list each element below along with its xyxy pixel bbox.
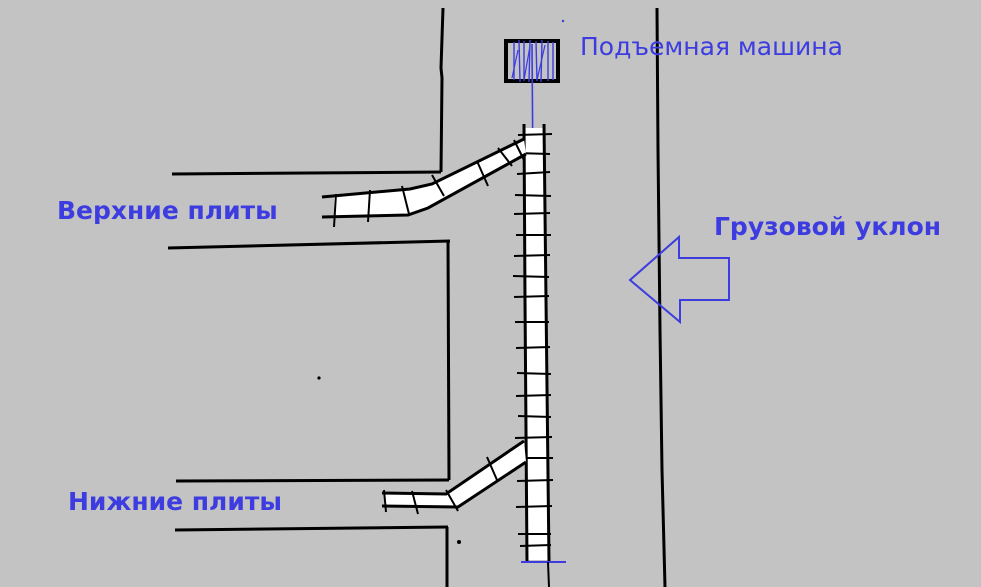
- upper-plates-label: Верхние плиты: [57, 196, 278, 225]
- lower-branch-conveyor: [381, 439, 527, 515]
- stray-dot: [457, 540, 461, 544]
- stray-dot: [317, 376, 321, 380]
- slope-left-wall-top: [439, 7, 445, 173]
- slope-right-wall: [655, 7, 667, 587]
- lower-drift-top-wall: [175, 478, 450, 483]
- upper-branch-conveyor: [321, 137, 527, 228]
- main-conveyor: [512, 123, 566, 587]
- hoist-machine: [504, 39, 560, 83]
- stray-dot: [561, 19, 565, 23]
- slope-left-wall-middle: [446, 240, 451, 481]
- cargo-slope-label: Грузовой уклон: [714, 212, 942, 241]
- upper-drift-top-wall: [171, 170, 442, 176]
- cargo-slope-arrow: [628, 234, 730, 325]
- lower-drift-bottom-wall: [174, 525, 449, 532]
- lower-plates-label: Нижние плиты: [68, 487, 282, 516]
- upper-drift-bottom-wall: [167, 239, 451, 250]
- hoist-machine-label: Подъемная машина: [580, 32, 843, 61]
